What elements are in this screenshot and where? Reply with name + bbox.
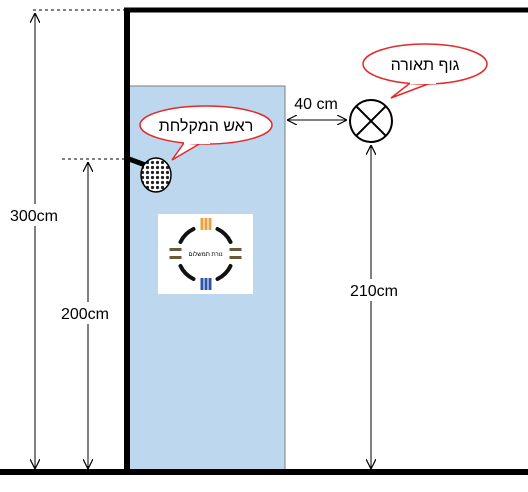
shower-head-bubble-text: ראש המקלחת	[159, 117, 254, 135]
dimension-200-bg	[54, 302, 116, 324]
light-fixture-bubble: גוף תאורה	[362, 43, 488, 99]
light-fixture-icon	[349, 99, 393, 143]
dimension-40-label: 40 cm	[294, 96, 338, 113]
dimension-210-label: 210cm	[350, 283, 398, 300]
light-fixture-bubble-text: גוף תאורה	[391, 57, 460, 74]
dimension-210-bg	[342, 279, 404, 301]
dimension-200-label: 200cm	[61, 306, 109, 323]
dimension-300-bg	[2, 204, 68, 226]
logo-text: נורת תמשלום	[188, 250, 222, 258]
shower-head-icon	[128, 156, 172, 193]
brand-logo-icon: נורת תמשלום	[158, 214, 253, 294]
shower-head-bubble: ראש המקלחת	[139, 105, 273, 161]
dimension-300-label: 300cm	[10, 208, 58, 225]
